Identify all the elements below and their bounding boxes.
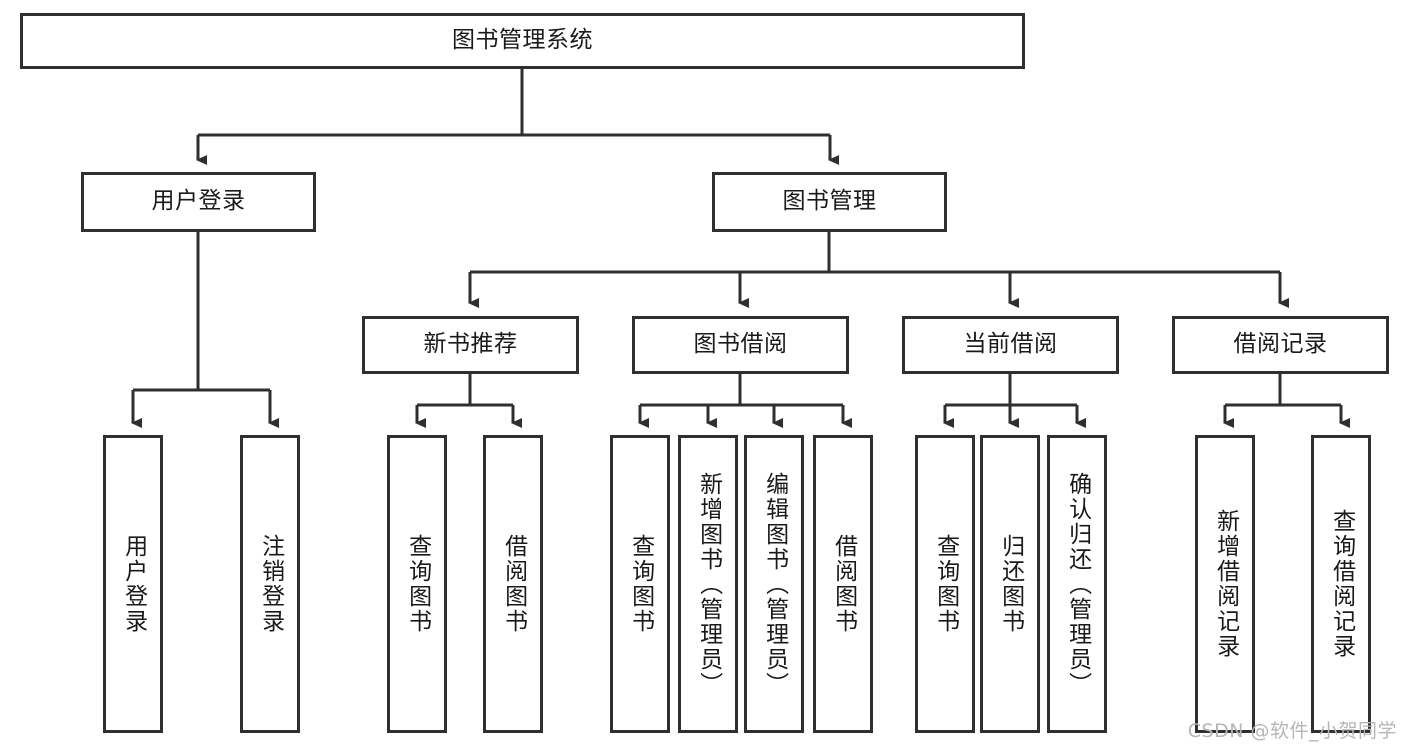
- node-book-management[interactable]: 图书管理: [712, 172, 947, 232]
- node-label: 借阅图书: [500, 534, 527, 634]
- node-label: 编辑图书（管理员）: [761, 471, 788, 697]
- node-label: 用户登录: [120, 534, 147, 634]
- node-label: 查询借阅记录: [1328, 509, 1355, 659]
- leaf-user-login-login[interactable]: 用户登录: [103, 435, 163, 733]
- node-label: 查询图书: [404, 534, 431, 634]
- node-label: 当前借阅: [963, 331, 1058, 358]
- watermark: CSDN @软件_小贺同学: [1187, 720, 1397, 742]
- node-borrow-records[interactable]: 借阅记录: [1172, 316, 1389, 374]
- node-label: 借阅记录: [1233, 331, 1328, 358]
- node-label: 新增图书（管理员）: [695, 471, 722, 697]
- node-book-borrow[interactable]: 图书借阅: [632, 316, 849, 374]
- node-current-borrow[interactable]: 当前借阅: [902, 316, 1119, 374]
- leaf-current-borrow-query[interactable]: 查询图书: [915, 435, 975, 733]
- node-user-login[interactable]: 用户登录: [81, 172, 316, 232]
- node-new-book-recommend[interactable]: 新书推荐: [362, 316, 579, 374]
- node-label: 归还图书: [997, 534, 1024, 634]
- leaf-book-borrow-edit[interactable]: 编辑图书（管理员）: [744, 435, 804, 733]
- node-label: 图书借阅: [693, 331, 788, 358]
- leaf-current-borrow-return[interactable]: 归还图书: [980, 435, 1040, 733]
- node-label: 借阅图书: [830, 534, 857, 634]
- node-label: 图书管理: [782, 188, 877, 215]
- leaf-user-login-logout[interactable]: 注销登录: [240, 435, 300, 733]
- node-label: 新增借阅记录: [1212, 509, 1239, 659]
- node-root-book-management-system[interactable]: 图书管理系统: [20, 13, 1025, 69]
- leaf-new-book-query[interactable]: 查询图书: [387, 435, 447, 733]
- leaf-current-borrow-confirm-return[interactable]: 确认归还（管理员）: [1047, 435, 1107, 733]
- leaf-borrow-records-query[interactable]: 查询借阅记录: [1311, 435, 1371, 733]
- node-label: 图书管理系统: [452, 27, 593, 54]
- node-label: 用户登录: [151, 188, 246, 215]
- leaf-book-borrow-query[interactable]: 查询图书: [610, 435, 670, 733]
- node-label: 新书推荐: [423, 331, 518, 358]
- leaf-book-borrow-borrow[interactable]: 借阅图书: [813, 435, 873, 733]
- leaf-new-book-borrow[interactable]: 借阅图书: [483, 435, 543, 733]
- node-label: 注销登录: [257, 534, 284, 634]
- node-label: 确认归还（管理员）: [1064, 471, 1091, 697]
- node-label: 查询图书: [932, 534, 959, 634]
- leaf-borrow-records-add[interactable]: 新增借阅记录: [1195, 435, 1255, 733]
- leaf-book-borrow-add[interactable]: 新增图书（管理员）: [678, 435, 738, 733]
- node-label: 查询图书: [627, 534, 654, 634]
